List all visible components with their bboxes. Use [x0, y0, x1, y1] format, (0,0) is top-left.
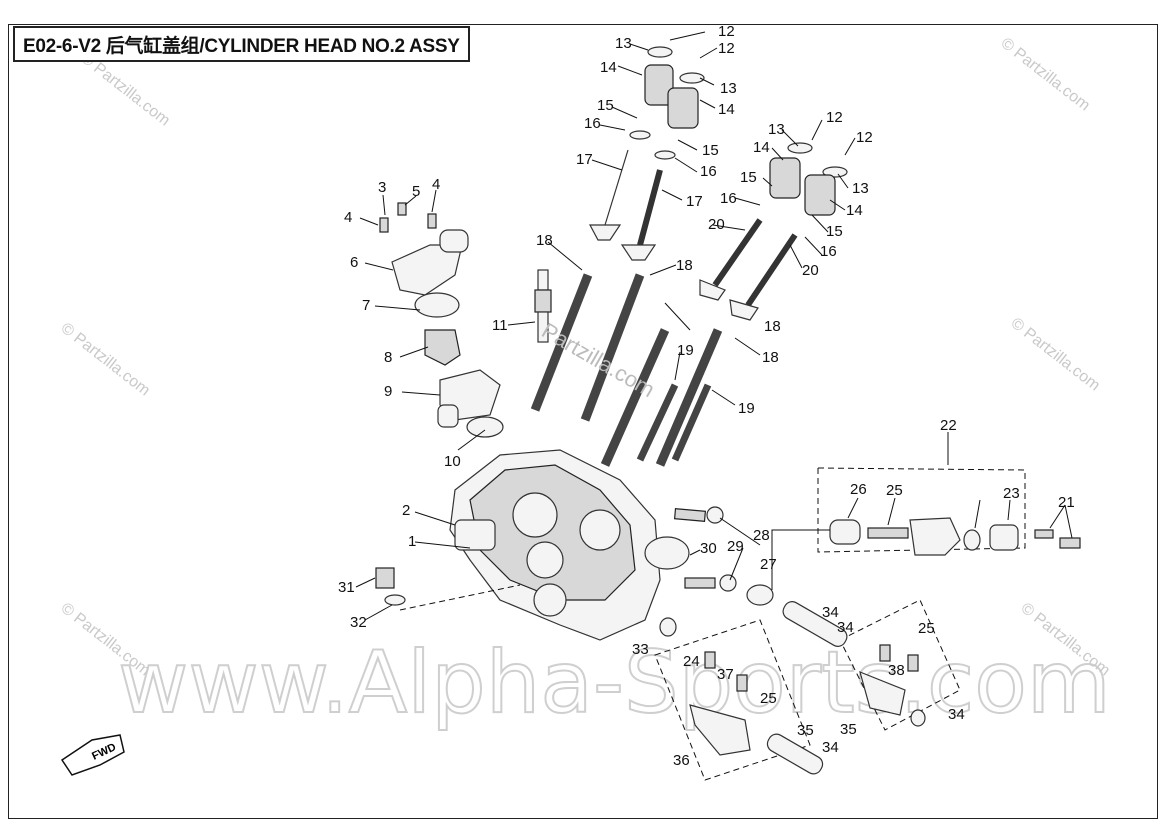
- callout-number: 14: [846, 202, 863, 219]
- callout-number: 21: [1058, 494, 1075, 511]
- callout-number: 25: [760, 690, 777, 707]
- callout-number: 19: [677, 342, 694, 359]
- callout-number: 9: [384, 383, 392, 400]
- callout-number: 11: [492, 317, 508, 334]
- rocker-assemblies: [654, 599, 961, 781]
- callout-number: 32: [350, 614, 367, 631]
- callout-number: 34: [837, 619, 854, 636]
- watermark-partzilla: © Partzilla.com: [1008, 315, 1103, 395]
- callout-number: 13: [720, 80, 737, 97]
- callout-number: 34: [822, 604, 839, 621]
- callout-number: 17: [576, 151, 593, 168]
- callout-number: 18: [764, 318, 781, 335]
- callout-number: 14: [600, 59, 617, 76]
- callout-number: 5: [412, 183, 420, 200]
- callout-number: 12: [856, 129, 873, 146]
- valve-train: [589, 46, 848, 321]
- callout-number: 8: [384, 349, 392, 366]
- watermark-partzilla: © Partzilla.com: [58, 320, 153, 400]
- callout-number: 23: [1003, 485, 1020, 502]
- spark-plug: [534, 269, 552, 343]
- callout-number: 18: [676, 257, 693, 274]
- callout-number: 6: [350, 254, 358, 271]
- callout-number: 18: [762, 349, 779, 366]
- callout-number: 12: [718, 40, 735, 57]
- callout-number: 29: [727, 538, 744, 555]
- callout-number: 12: [718, 23, 735, 40]
- callout-number: 30: [700, 540, 717, 557]
- tensioner-assembly: [817, 467, 1081, 556]
- callout-number: 15: [740, 169, 757, 186]
- callout-number: 26: [850, 481, 867, 498]
- callout-number: 22: [940, 417, 957, 434]
- callout-number: 13: [852, 180, 869, 197]
- callout-number: 20: [708, 216, 725, 233]
- page-title: E02-6-V2 后气缸盖组/CYLINDER HEAD NO.2 ASSY: [13, 26, 470, 62]
- callout-number: 25: [918, 620, 935, 637]
- callout-number: 35: [797, 722, 814, 739]
- watermark-alpha-sports: www.Alpha-Sports.com: [118, 633, 1111, 733]
- head-bolts: [530, 273, 723, 467]
- callout-number: 18: [536, 232, 553, 249]
- callout-number: 27: [760, 556, 777, 573]
- callout-number: 14: [753, 139, 770, 156]
- callout-number: 13: [768, 121, 785, 138]
- callout-layer: 1234456789101112121212131313131414141415…: [338, 23, 1075, 769]
- callout-number: 16: [700, 163, 717, 180]
- callout-number: 14: [718, 101, 735, 118]
- thermostat-housing: [379, 202, 504, 438]
- callout-number: 28: [753, 527, 770, 544]
- callout-number: 4: [432, 176, 440, 193]
- callout-number: 31: [338, 579, 355, 596]
- callout-number: 17: [686, 193, 703, 210]
- forward-arrow-icon: FWD: [60, 734, 125, 776]
- callout-number: 25: [886, 482, 903, 499]
- callout-number: 24: [683, 653, 700, 670]
- callout-number: 36: [673, 752, 690, 769]
- callout-number: 10: [444, 453, 461, 470]
- callout-number: 35: [840, 721, 857, 738]
- callout-number: 38: [888, 662, 905, 679]
- callout-number: 15: [826, 223, 843, 240]
- callout-number: 20: [802, 262, 819, 279]
- callout-number: 37: [717, 666, 734, 683]
- callout-number: 3: [378, 179, 386, 196]
- callout-number: 33: [632, 641, 649, 658]
- callout-number: 16: [720, 190, 737, 207]
- misc-small-parts: [375, 506, 774, 606]
- callout-number: 19: [738, 400, 755, 417]
- callout-number: 16: [584, 115, 601, 132]
- watermark-partzilla: © Partzilla.com: [998, 35, 1093, 115]
- callout-number: 34: [948, 706, 965, 723]
- callout-number: 13: [615, 35, 632, 52]
- callout-number: 2: [402, 502, 410, 519]
- callout-number: 15: [702, 142, 719, 159]
- cylinder-head-body: [449, 449, 661, 641]
- callout-number: 34: [822, 739, 839, 756]
- callout-number: 4: [344, 209, 352, 226]
- callout-number: 12: [826, 109, 843, 126]
- drawing-frame: [8, 24, 1158, 819]
- callout-number: 1: [408, 533, 416, 550]
- callout-number: 7: [362, 297, 370, 314]
- callout-number: 15: [597, 97, 614, 114]
- callout-number: 16: [820, 243, 837, 260]
